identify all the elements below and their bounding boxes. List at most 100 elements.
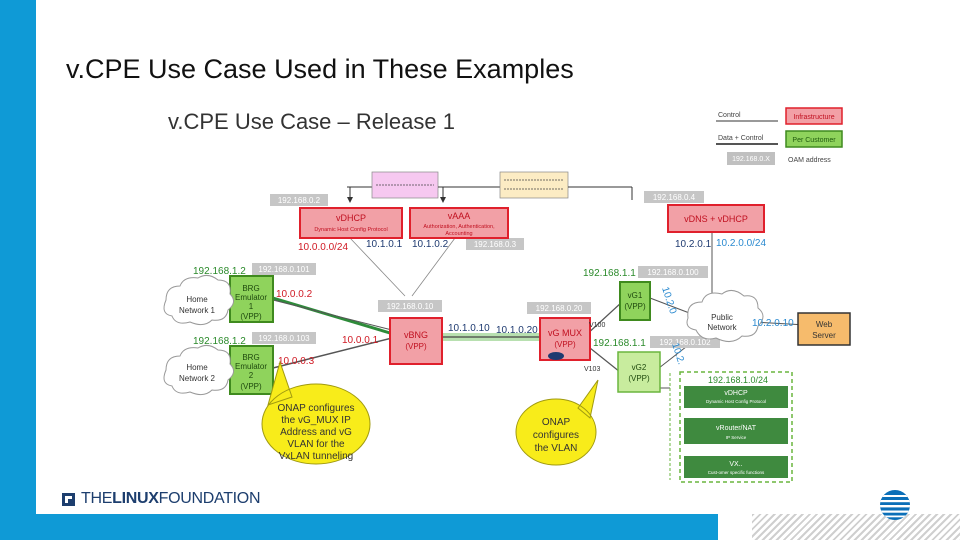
node-vdns-box [667, 204, 765, 233]
oam-label-vg2 [650, 336, 720, 348]
ip-brg2-home: 192.168.1.2 [193, 336, 246, 347]
node-web-server-box [797, 312, 851, 346]
home-network-2-cloud: Home Network 2 [163, 344, 234, 396]
callout-left: ONAP configures the vG_MUX IP Address an… [261, 360, 371, 465]
footer-hatch-pattern [752, 514, 960, 540]
oam-label-brg1 [252, 263, 316, 275]
panel-vx-subtitle: Cust-omer specific functions [708, 470, 765, 475]
node-vgmux: vG MUX (VPP) [539, 317, 591, 361]
link-vdhcp-vbng [349, 237, 406, 297]
node-brg1: BRG Emulator 1 (VPP) [229, 275, 274, 323]
node-vaaa-subtitle: Authorization, Authentication, [423, 224, 495, 230]
node-brg2-box [229, 345, 274, 395]
lf-post: FOUNDATION [158, 490, 261, 507]
node-brg1-line: BRG [242, 284, 259, 293]
linux-foundation-wordmark: THELINUXFOUNDATION [81, 490, 261, 508]
tunnel-endpoint [548, 352, 564, 360]
oam-label-brg2-text: 192.168.0.103 [258, 334, 310, 343]
panel-vdhcp-title: vDHCP [724, 390, 748, 397]
control-switches [347, 171, 633, 203]
callout-left-line: Address and vG [280, 427, 352, 438]
legend: Control Data + Control 192.168.0.X OAM a… [716, 107, 843, 165]
node-vg1-tag: (VPP) [624, 302, 646, 311]
oam-label-vgmux [527, 302, 591, 314]
ip-brg1-home: 192.168.1.2 [193, 266, 246, 277]
oam-label-vaaa [466, 238, 524, 250]
ip-vdns: 10.2.0.1 [675, 239, 712, 250]
node-vgmux-tag: (VPP) [554, 340, 576, 349]
slide-title: v.CPE Use Case Used in These Examples [66, 54, 574, 84]
legend-control-label: Control [718, 112, 741, 119]
oam-label-vdns [644, 191, 704, 203]
ip-vbng-right: 10.1.0.10 [448, 323, 490, 334]
node-vg2-tag: (VPP) [628, 374, 650, 383]
callout-left-line: ONAP configures [277, 403, 354, 414]
vlan-100: V100 [589, 322, 605, 329]
legend-data-control-label: Data + Control [718, 135, 764, 142]
node-brg1-line: 1 [249, 302, 254, 311]
ip-vgmux: 10.1.0.20 [496, 325, 538, 336]
panel-vdhcp-box [684, 386, 788, 408]
node-vg2-title: vG2 [632, 363, 647, 372]
oam-label-vg1-text: 192.168.0.100 [647, 268, 699, 277]
legend-oam-label: OAM address [788, 157, 831, 164]
callout-right-shape [515, 379, 599, 466]
node-brg2-line: Emulator [235, 362, 267, 371]
node-vbng: vBNG (VPP) [389, 317, 443, 365]
callout-left-line: VLAN for the [287, 439, 345, 450]
node-vaaa-box [409, 207, 509, 239]
ip-vg1: 192.168.1.1 [583, 268, 636, 279]
panel-vrouter-box [684, 418, 788, 444]
ip-brg1-net: 10.0.0.2 [276, 289, 313, 300]
ip-labels: 10.0.0.0/24 10.1.0.1 10.1.0.2 10.2.0.1 1… [193, 238, 794, 373]
home-network-1-shape [163, 274, 234, 326]
node-vg2-box [617, 351, 661, 393]
oam-label-brg2 [252, 332, 316, 344]
node-vbng-tag: (VPP) [405, 342, 427, 351]
panel-vx-title: VX.. [729, 461, 742, 468]
node-brg1-tag: (VPP) [240, 312, 262, 321]
node-vbng-box [389, 317, 443, 365]
oam-label-vbng [378, 300, 442, 312]
oam-label-vgmux-text: 192.168.0.20 [536, 304, 583, 313]
oam-labels: 192.168.0.2 192.168.0.3 192.168.0.4 192.… [252, 191, 720, 348]
linux-foundation-logo: THELINUXFOUNDATION [62, 488, 261, 510]
link-brg1-vbng [272, 296, 401, 338]
lf-bold: LINUX [112, 490, 159, 507]
node-web-server: Web Server [797, 312, 851, 346]
node-vdns-title: vDNS + vDHCP [684, 214, 748, 224]
public-network-label: Network [707, 323, 737, 332]
ip-net-infra: 10.0.0.0/24 [298, 242, 348, 253]
legend-oam-swatch [727, 152, 775, 165]
oam-label-vdhcp-text: 192.168.0.2 [278, 196, 321, 205]
panel-vrouter-title: vRouter/NAT [716, 425, 757, 432]
link-vgmux-vg1 [584, 301, 623, 337]
ip-vbng-left: 10.0.0.1 [342, 335, 379, 346]
legend-per-customer-label: Per Customer [792, 137, 836, 144]
node-vdhcp-title: vDHCP [336, 213, 366, 223]
ip-net-public: 10.2.0.0/24 [716, 238, 766, 249]
oam-label-vbng-text: 192.168.0.10 [387, 302, 434, 311]
legend-infrastructure-label: Infrastructure [793, 114, 834, 121]
panel-vrouter-subtitle: IP Service [726, 435, 747, 440]
panel-vx-box [684, 456, 788, 478]
panel-vdhcp-subtitle: Dynamic Host Config Protocol [706, 399, 766, 404]
oam-label-vdhcp [270, 194, 328, 206]
home-network-1-label: Home [186, 295, 208, 304]
node-vgmux-title: vG MUX [548, 328, 582, 338]
oam-label-vg1 [638, 266, 708, 278]
node-vdhcp-box [299, 207, 403, 239]
node-vg2: vG2 (VPP) [617, 351, 661, 393]
att-globe-icon [880, 490, 910, 520]
bottom-accent-bar [0, 514, 718, 540]
legend-per-customer-swatch [785, 130, 843, 148]
oam-label-vdns-text: 192.168.0.4 [653, 193, 696, 202]
node-vdns: vDNS + vDHCP [667, 204, 765, 233]
ip-vdhcp: 10.1.0.1 [366, 239, 403, 250]
legend-oam-sample: 192.168.0.X [732, 156, 770, 163]
oam-label-vg2-text: 192.168.0.102 [659, 338, 711, 347]
home-network-1-cloud: Home Network 1 [163, 274, 234, 326]
link-vaaa-vbng [411, 237, 456, 297]
node-vgmux-box [539, 317, 591, 361]
